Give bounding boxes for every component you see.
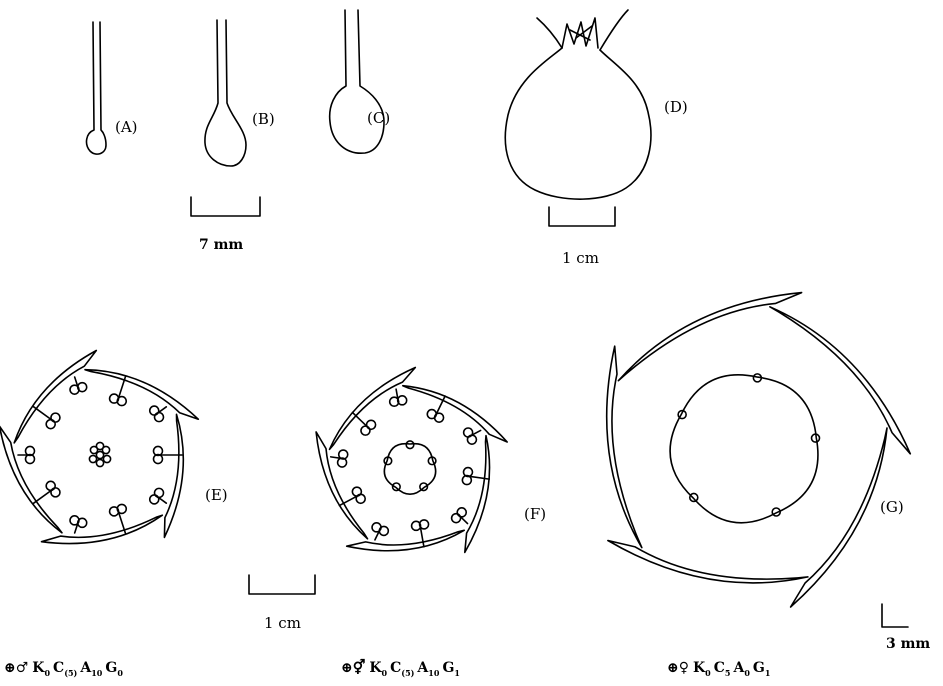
scale-label-3mm: 3 mm [886,636,930,652]
stamen [390,389,407,406]
anther [155,488,164,497]
ovary [384,441,436,494]
anther [464,428,473,437]
petal [330,368,416,450]
anther [46,420,55,429]
anther [367,420,376,429]
stamen [352,412,375,435]
formula-e-symbols: ⊕♂ [4,660,28,676]
ovary [670,374,819,523]
stamen [34,407,60,429]
anther [457,508,466,517]
stamen [34,481,60,503]
stamen [150,406,167,422]
anther [379,526,388,535]
stamen [464,428,481,444]
petal [316,432,367,539]
stamen [110,504,127,533]
filament [34,407,53,421]
label-f: (F) [524,505,546,523]
pistillode-lobe [89,455,96,462]
anther [150,406,159,415]
stage-b-drawing [205,20,246,166]
petal [85,370,198,420]
petal [14,351,96,443]
floral-diagram-f [316,368,507,553]
anther [361,426,370,435]
stamen [18,446,35,463]
filament [34,489,53,503]
petal [608,541,808,583]
pistillode-lobe [103,455,110,462]
scale-bar-1cm-bottom [249,575,315,594]
petal [618,293,801,381]
label-d: (D) [664,98,688,116]
pistillode [89,442,110,466]
stamen [154,446,183,463]
floral-diagram-g [607,293,911,607]
label-c: (C) [367,109,390,127]
stamen [70,377,87,394]
pistillode-lobe [96,442,103,449]
stage-a-drawing [87,22,106,154]
stamen [70,516,87,533]
label-a: (A) [115,118,138,136]
stamen [452,508,468,524]
floral-diagram-e [0,351,198,544]
scale-bar-3mm [882,604,908,627]
petal [164,414,183,537]
formula-g-symbols: ⊕♀ [667,660,689,676]
scale-label-7mm: 7 mm [199,237,243,253]
petal [791,428,887,607]
stamen [150,488,167,504]
pistillode-lobe [96,459,103,466]
petal [770,307,910,454]
stage-c-drawing [330,10,384,153]
petal [0,426,62,533]
anther [356,494,365,503]
petal [465,436,490,553]
petal [403,386,507,442]
anther [51,488,60,497]
stamen [372,523,388,540]
scale-bar-7mm [191,197,260,216]
scale-label-1cm-top: 1 cm [562,249,599,267]
anther [427,410,436,419]
anther [452,514,461,523]
label-g: (G) [880,498,904,516]
label-b: (B) [252,110,275,128]
stage-d-drawing [505,10,651,199]
stamen [331,450,348,467]
stamen [339,487,365,505]
stamen [427,396,445,422]
scale-label-1cm-bottom: 1 cm [264,614,301,632]
scale-bar-1cm-top [549,207,615,226]
stamen [110,377,127,406]
label-e: (E) [205,486,228,504]
formula-f-symbols: ⊕⚥ [341,658,365,676]
